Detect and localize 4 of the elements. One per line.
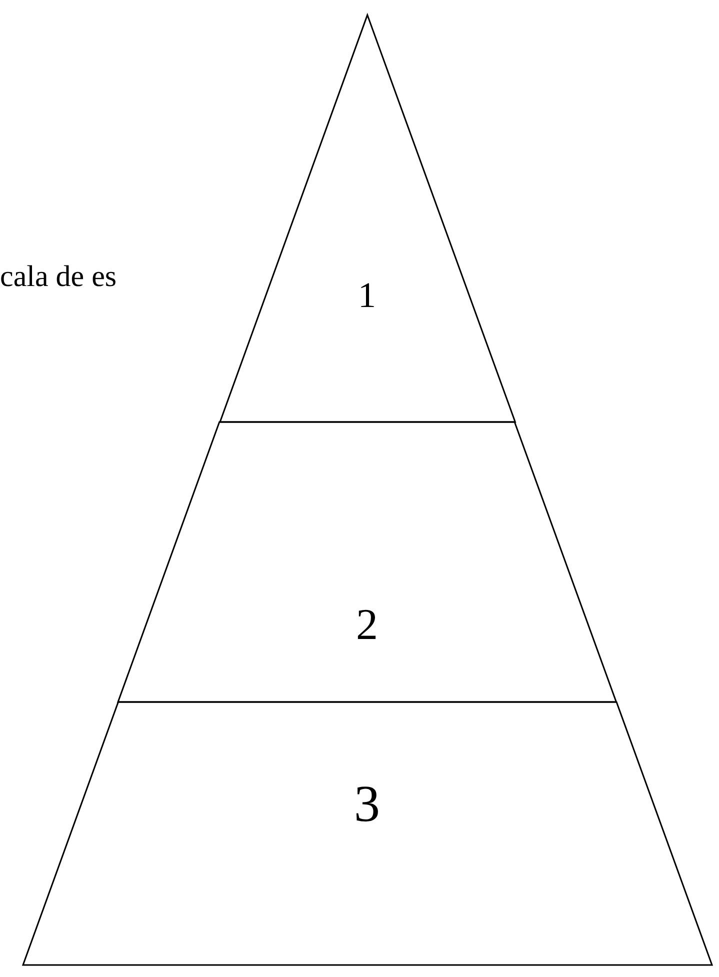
level-number: 1 <box>358 277 376 313</box>
side-text: cala de es <box>0 259 118 295</box>
level-number: 2 <box>356 603 378 647</box>
level-number: 3 <box>354 779 380 831</box>
